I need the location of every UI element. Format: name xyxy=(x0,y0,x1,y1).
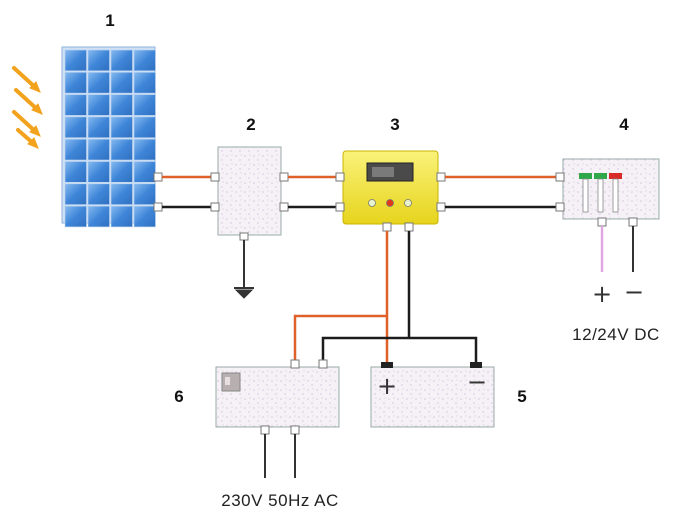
solar-cell xyxy=(110,138,133,161)
label-1: 1 xyxy=(105,11,114,30)
solar-cell xyxy=(110,72,133,94)
solar-cell xyxy=(87,94,110,116)
solar-cell xyxy=(64,49,87,72)
solar-cell xyxy=(64,72,87,94)
solar-cell xyxy=(133,94,156,116)
fuse-green-1 xyxy=(579,173,592,179)
solar-cell xyxy=(87,138,110,161)
solar-cell xyxy=(110,116,133,139)
dc-output-caption: 12/24V DC xyxy=(572,325,660,344)
solar-cell xyxy=(87,183,110,205)
solar-cell xyxy=(110,49,133,72)
solar-cell xyxy=(133,72,156,94)
label-3: 3 xyxy=(390,115,399,134)
controller-led-right xyxy=(404,199,412,207)
sun-rays-icon xyxy=(12,66,43,149)
battery-negative-terminal xyxy=(470,362,482,368)
solar-cell xyxy=(133,138,156,161)
solar-cell xyxy=(133,49,156,72)
wire-negative-to-inverter xyxy=(321,336,478,362)
solar-cell xyxy=(64,183,87,205)
label-6: 6 xyxy=(174,387,183,406)
controller-led-left xyxy=(368,199,376,207)
solar-cell xyxy=(110,94,133,116)
label-5: 5 xyxy=(517,387,526,406)
solar-cell xyxy=(110,183,133,205)
fuse-red xyxy=(609,173,622,179)
solar-cell xyxy=(133,161,156,183)
ac-output-caption: 230V 50Hz AC xyxy=(221,491,339,510)
battery-minus-sign: − xyxy=(467,368,487,396)
solar-cell xyxy=(64,94,87,116)
battery: + − xyxy=(370,362,495,428)
inverter xyxy=(215,359,340,435)
solar-cell xyxy=(133,205,156,228)
charge-controller xyxy=(335,150,446,232)
solar-cell xyxy=(64,205,87,228)
solar-cell xyxy=(110,205,133,228)
solar-cell xyxy=(110,161,133,183)
solar-panel xyxy=(61,46,163,228)
label-4: 4 xyxy=(619,115,629,134)
ground-icon xyxy=(234,240,254,299)
dc-plus-sign: + xyxy=(592,280,612,308)
solar-cell xyxy=(87,161,110,183)
solar-cell xyxy=(64,161,87,183)
battery-plus-sign: + xyxy=(377,372,397,400)
junction-box xyxy=(210,146,289,241)
solar-cell xyxy=(87,205,110,228)
solar-cell xyxy=(133,183,156,205)
solar-cell xyxy=(87,72,110,94)
battery-positive-terminal xyxy=(381,362,393,368)
solar-cell xyxy=(133,116,156,139)
solar-cell xyxy=(64,116,87,139)
solar-cell xyxy=(87,49,110,72)
controller-led-center xyxy=(386,199,394,207)
wire-positive-to-inverter xyxy=(293,314,387,360)
inverter-display xyxy=(221,372,241,392)
label-2: 2 xyxy=(246,115,255,134)
solar-cells xyxy=(64,49,156,228)
fuse-green-2 xyxy=(594,173,607,179)
dc-minus-sign: − xyxy=(624,278,644,306)
solar-cell xyxy=(64,138,87,161)
solar-cell xyxy=(87,116,110,139)
dc-distribution-box xyxy=(555,158,660,227)
